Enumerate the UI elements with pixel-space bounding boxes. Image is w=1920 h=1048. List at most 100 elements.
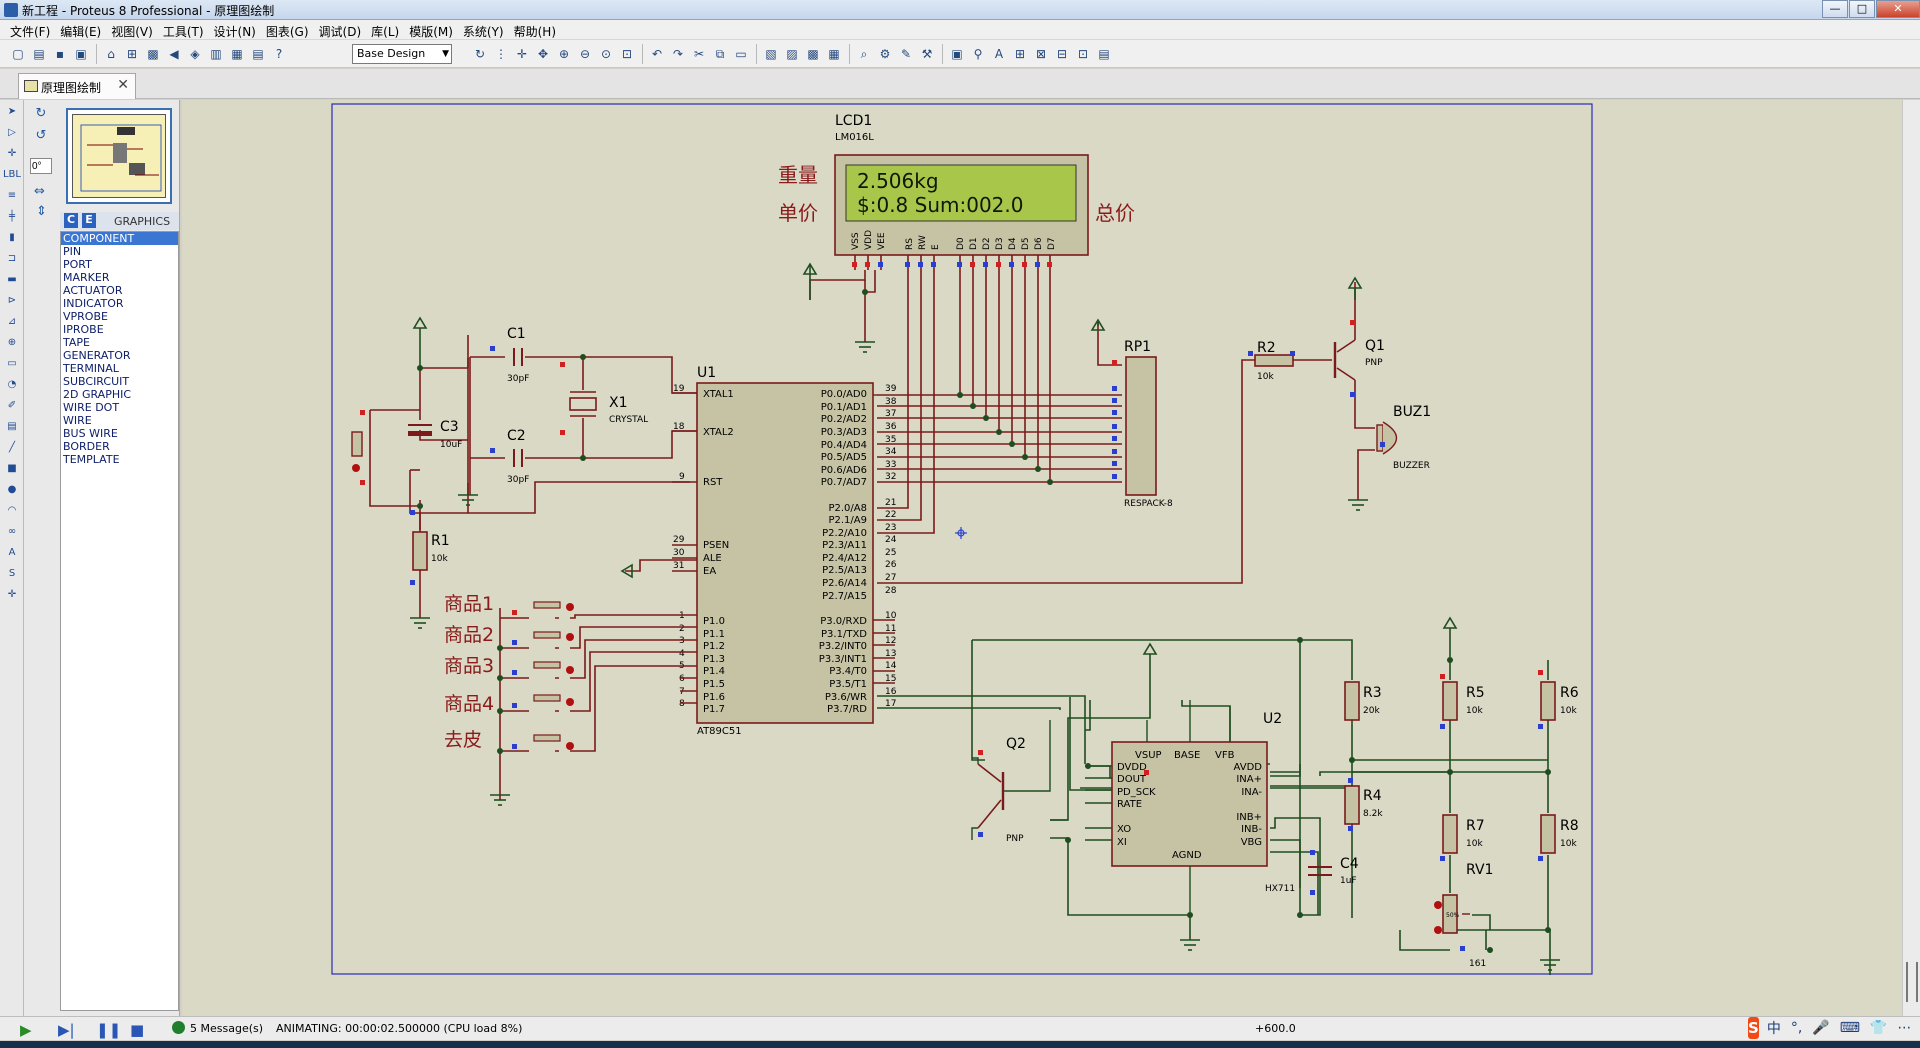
- pause-icon[interactable]: ❚❚: [96, 1021, 122, 1039]
- rp1-component[interactable]: RP1 RESPACK-8: [1124, 339, 1173, 509]
- tab-schematic[interactable]: 原理图绘制 ✕: [18, 73, 136, 99]
- circle-icon[interactable]: ●: [7, 483, 17, 495]
- menu-template[interactable]: 模版(M): [409, 25, 453, 39]
- block-move-icon[interactable]: ▨: [786, 47, 798, 61]
- r1-component[interactable]: R1 10k: [412, 531, 450, 571]
- device-pin-icon[interactable]: ▬: [7, 273, 17, 285]
- stop-icon[interactable]: ■: [130, 1021, 145, 1039]
- zoom-area-icon[interactable]: ⊡: [621, 47, 633, 61]
- menu-design[interactable]: 设计(N): [213, 25, 256, 39]
- mode-item-border[interactable]: BORDER: [63, 440, 110, 453]
- ime-mic-icon[interactable]: 🎤: [1812, 1020, 1830, 1036]
- component-mode-icon[interactable]: ▷: [8, 126, 16, 138]
- r2-component[interactable]: R2 10k: [1254, 340, 1294, 382]
- make-device-icon[interactable]: ⚙: [879, 47, 891, 61]
- mode-item-component[interactable]: COMPONENT: [61, 232, 178, 245]
- pcb-icon[interactable]: ▩: [147, 47, 159, 61]
- symbol-icon[interactable]: S: [8, 567, 16, 579]
- mode-item-wire[interactable]: WIRE: [63, 414, 92, 427]
- mode-item-tape[interactable]: TAPE: [63, 336, 90, 349]
- e-button[interactable]: E: [82, 213, 96, 228]
- button-item-2[interactable]: 商品2: [444, 624, 574, 649]
- rectangle-icon[interactable]: ■: [7, 462, 17, 474]
- c2-component[interactable]: C2 30pF: [507, 428, 529, 485]
- menu-graph[interactable]: 图表(G): [265, 25, 309, 39]
- c1-component[interactable]: C1 30pF: [507, 326, 529, 384]
- terminal-icon[interactable]: ⊐: [7, 252, 17, 264]
- paste-icon[interactable]: ▭: [735, 47, 747, 61]
- maximize-button[interactable]: □: [1849, 0, 1875, 18]
- ime-punct[interactable]: °,: [1790, 1020, 1803, 1036]
- pan-icon[interactable]: ✥: [537, 47, 549, 61]
- ime-lang[interactable]: 中: [1766, 1021, 1781, 1037]
- 3d-icon[interactable]: ◀: [169, 47, 179, 61]
- save-icon[interactable]: ▪: [55, 47, 65, 61]
- new-file-icon[interactable]: ▢: [12, 47, 24, 61]
- x1-component[interactable]: X1 CRYSTAL: [569, 391, 648, 425]
- zoom-in-icon[interactable]: ⊕: [558, 47, 570, 61]
- pick-device-icon[interactable]: ⌕: [860, 46, 868, 61]
- r7-component[interactable]: R7 10k: [1442, 814, 1485, 854]
- notes-icon[interactable]: ▤: [252, 47, 264, 61]
- r5-component[interactable]: R5 10k: [1442, 681, 1485, 721]
- decompose-icon[interactable]: ⚒: [921, 47, 933, 61]
- scroll-grip[interactable]: [1906, 962, 1918, 1002]
- save-all-icon[interactable]: ▣: [75, 47, 87, 61]
- marker-icon[interactable]: ✛: [7, 588, 17, 600]
- tape-icon[interactable]: ⊿: [7, 315, 17, 327]
- vertical-scrollbar[interactable]: [1902, 100, 1920, 1020]
- ime-skin-icon[interactable]: 👕: [1869, 1020, 1888, 1036]
- grid-icon[interactable]: ⋮: [495, 47, 507, 61]
- help-icon[interactable]: ?: [275, 47, 283, 61]
- menu-library[interactable]: 库(L): [371, 25, 400, 39]
- path-icon[interactable]: ∞: [7, 525, 17, 537]
- undo-icon[interactable]: ↶: [651, 47, 663, 61]
- selection-mode-icon[interactable]: ➤: [7, 105, 17, 117]
- c4-component[interactable]: C4 1uF: [1308, 856, 1359, 886]
- reset-button[interactable]: [351, 409, 420, 507]
- minimize-button[interactable]: —: [1822, 0, 1848, 18]
- tab-close-icon[interactable]: ✕: [117, 77, 129, 93]
- mode-item-pin[interactable]: PIN: [63, 245, 82, 258]
- rv1-component[interactable]: 50% RV1 161: [1434, 862, 1493, 969]
- subcircuit-icon[interactable]: ▮: [9, 231, 15, 243]
- source-icon[interactable]: ▦: [231, 47, 243, 61]
- ime-keyboard-icon[interactable]: ⌨: [1839, 1020, 1860, 1036]
- r4-component[interactable]: R4 8.2k: [1344, 785, 1383, 825]
- menu-view[interactable]: 视图(V): [111, 25, 153, 39]
- mode-item-iprobe[interactable]: IPROBE: [63, 323, 104, 336]
- mode-item-generator[interactable]: GENERATOR: [63, 349, 131, 362]
- r6-component[interactable]: R6 10k: [1540, 681, 1579, 721]
- menu-tools[interactable]: 工具(T): [162, 25, 204, 39]
- mode-item-bus-wire[interactable]: BUS WIRE: [63, 427, 118, 440]
- mode-item-vprobe[interactable]: VPROBE: [63, 310, 108, 323]
- bom-icon[interactable]: ▥: [210, 47, 222, 61]
- schematic-canvas[interactable]: 2.506kg $:0.8 Sum:002.0 LCD1 LM016L VSS …: [182, 100, 1902, 1020]
- arc-icon[interactable]: ◠: [7, 504, 17, 516]
- info-icon[interactable]: [172, 1021, 185, 1034]
- mode-item-subcircuit[interactable]: SUBCIRCUIT: [63, 375, 130, 388]
- q1-component[interactable]: Q1 PNP: [1333, 338, 1385, 381]
- button-item-3[interactable]: 商品3: [444, 655, 574, 679]
- menu-system[interactable]: 系统(Y): [462, 25, 504, 39]
- zoom-out-icon[interactable]: ⊖: [579, 47, 591, 61]
- schematic-icon[interactable]: ⊞: [126, 47, 138, 61]
- c-button[interactable]: C: [64, 213, 78, 228]
- copy-icon[interactable]: ⧉: [715, 46, 725, 61]
- button-item-1[interactable]: 商品1: [444, 593, 574, 619]
- new-sheet-icon[interactable]: ⊞: [1014, 47, 1026, 61]
- cut-icon[interactable]: ✂: [693, 47, 705, 61]
- mode-item-marker[interactable]: MARKER: [63, 271, 110, 284]
- play-icon[interactable]: ▶: [20, 1021, 32, 1039]
- virtual-instrument-icon[interactable]: ✐: [7, 399, 17, 411]
- junction-dot-icon[interactable]: ✛: [7, 147, 17, 159]
- ime-logo[interactable]: S: [1748, 1017, 1759, 1039]
- mode-item-wire-dot[interactable]: WIRE DOT: [63, 401, 120, 414]
- rotation-input[interactable]: [30, 158, 52, 174]
- generator-icon[interactable]: ⊕: [7, 336, 17, 348]
- remove-sheet-icon[interactable]: ⊠: [1035, 47, 1047, 61]
- mirror-h-icon[interactable]: ⇔: [34, 184, 45, 199]
- wire-autorouter-icon[interactable]: ▣: [951, 47, 963, 61]
- zoom-all-icon[interactable]: ⊙: [600, 47, 612, 61]
- r8-component[interactable]: R8 10k: [1540, 814, 1579, 854]
